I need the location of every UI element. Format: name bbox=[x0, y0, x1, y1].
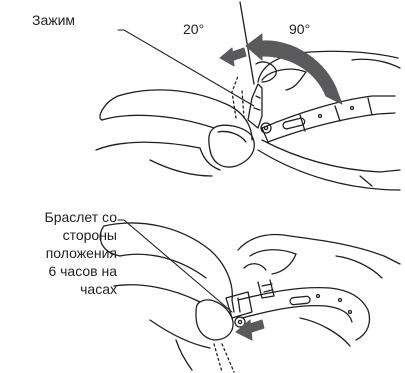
bracelet-bottom bbox=[238, 280, 370, 346]
bracelet-label-line: положения bbox=[0, 244, 117, 262]
rotation-arrow-90 bbox=[254, 41, 342, 104]
bracelet-top bbox=[258, 96, 400, 190]
rotation-arrowhead-20 bbox=[220, 48, 234, 66]
angle-90-label: 90° bbox=[289, 20, 310, 38]
clamp-leader-line bbox=[118, 30, 254, 106]
bracelet-label-line: часах bbox=[0, 280, 117, 298]
bracelet-label-line: стороны bbox=[0, 226, 117, 244]
clamp-label: Зажим bbox=[32, 11, 75, 29]
top-illustration bbox=[96, 2, 400, 190]
rotation-arrowhead-90 bbox=[246, 34, 262, 60]
bracelet-leader-line bbox=[118, 220, 232, 312]
right-hand-bottom bbox=[238, 235, 400, 278]
left-hand-top bbox=[96, 90, 254, 176]
angle-20-label: 20° bbox=[183, 20, 204, 38]
bracelet-label-line: Браслет со bbox=[0, 208, 117, 226]
bracelet-6-oclock-label: Браслет со стороны положения 6 часов на … bbox=[0, 208, 117, 298]
bracelet-label-line: 6 часов на bbox=[0, 262, 117, 280]
bracelet-hidden-edge bbox=[214, 344, 234, 372]
bottom-illustration bbox=[100, 220, 400, 372]
